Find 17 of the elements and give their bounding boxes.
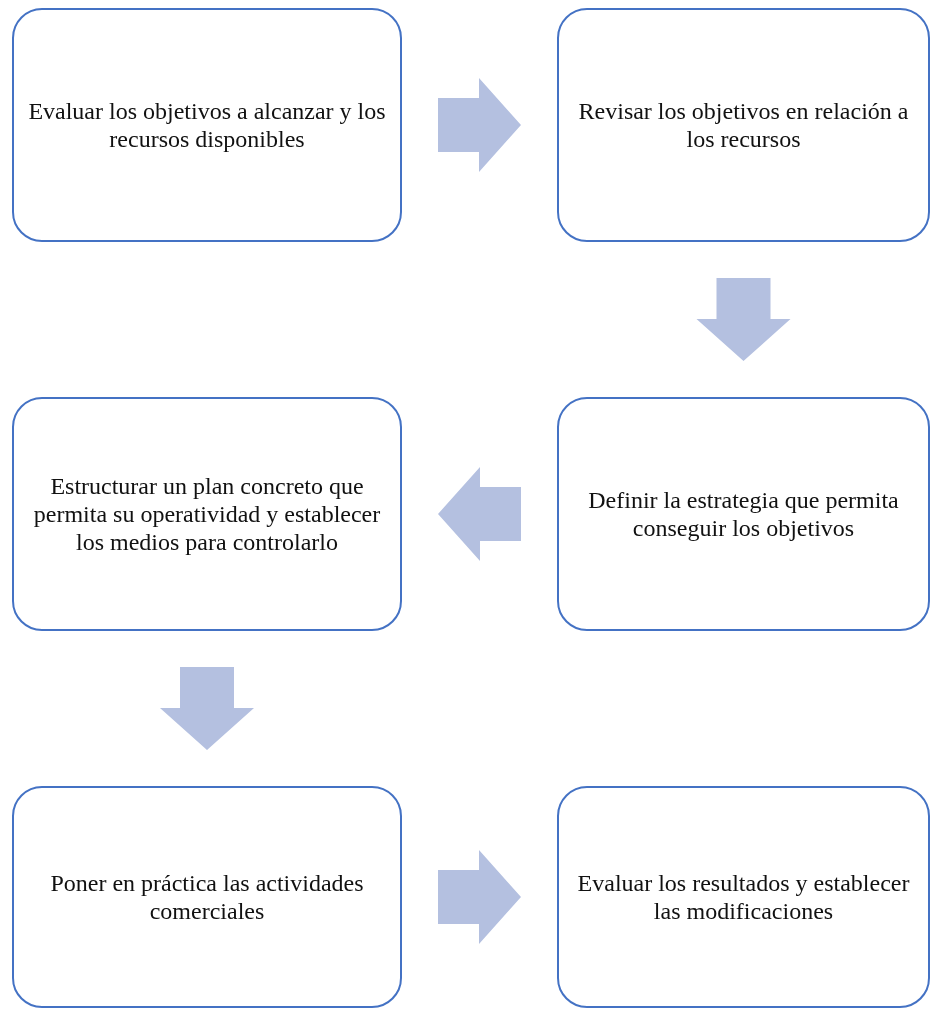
step-text: Definir la estrategia que permita conseguir los objetivos (587, 486, 900, 542)
step-text: Revisar los objetivos en relación a los recursos (577, 97, 910, 153)
step-text: Evaluar los resultados y establecer las modificaciones (576, 869, 911, 925)
block-arrow (438, 78, 521, 172)
process-box (557, 397, 930, 631)
block-arrow (696, 278, 791, 361)
block-arrow (438, 850, 521, 944)
process-box (12, 8, 402, 242)
step-text: Poner en práctica las actividades comerciales (49, 869, 365, 925)
process-box (557, 786, 930, 1008)
process-box (12, 397, 402, 631)
block-arrow (438, 467, 521, 561)
step-text: Evaluar los objetivos a alcanzar y los recursos disponibles (28, 97, 386, 153)
process-box (12, 786, 402, 1008)
block-arrow (160, 667, 254, 750)
step-text: Estructurar un plan concreto que permita su operatividad y establecer los medios para controlarlo (32, 472, 382, 556)
process-box (557, 8, 930, 242)
